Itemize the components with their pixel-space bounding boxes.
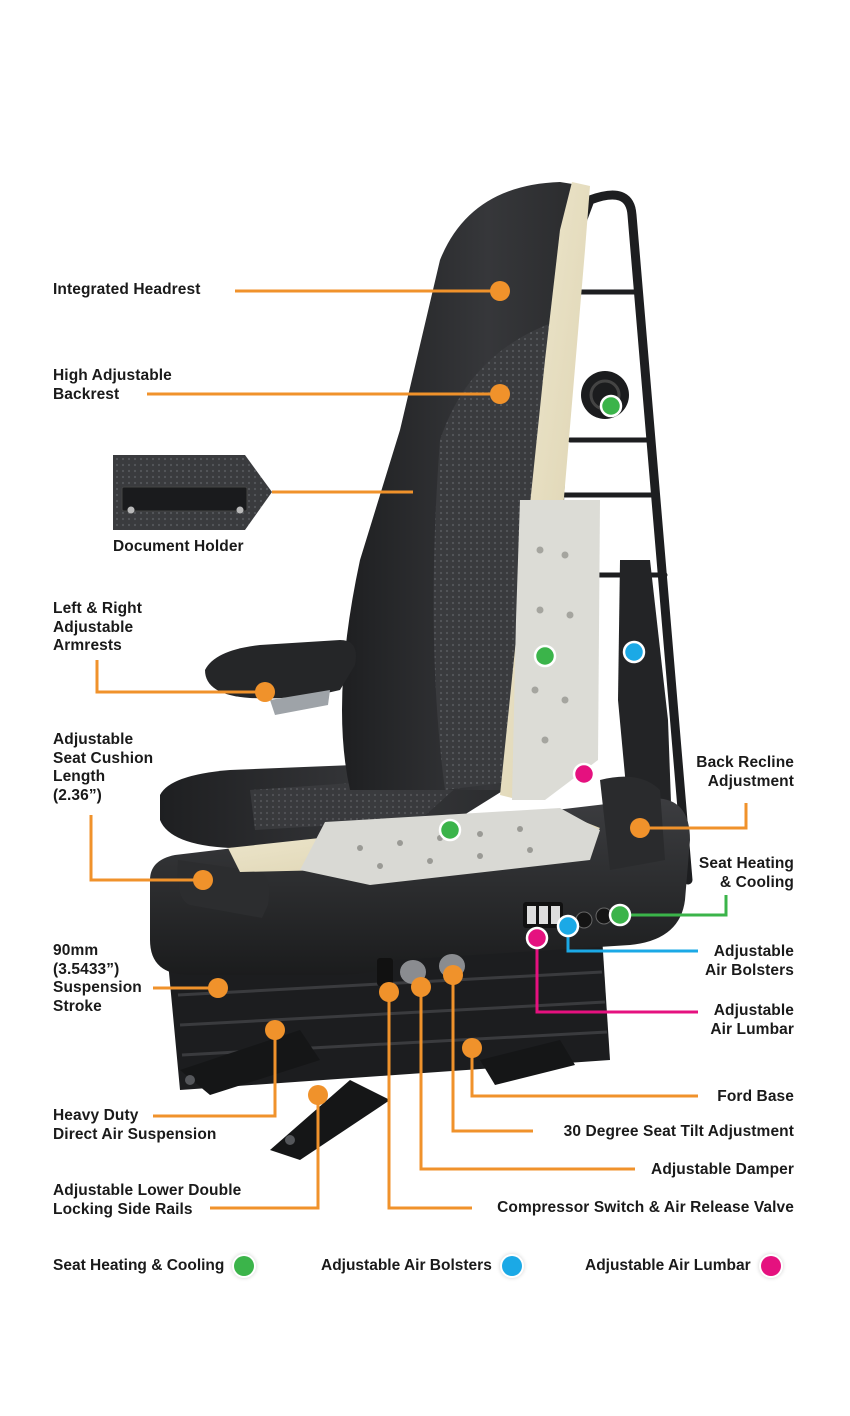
green-dot-icon: [599, 394, 623, 418]
recline-dot-icon: [630, 818, 650, 838]
blue-dot-icon: [622, 640, 646, 664]
document-holder-image: [113, 455, 272, 530]
label-seat-heating-cooling: Seat Heating & Cooling: [698, 855, 794, 891]
suspension-stroke-dot-icon: [208, 978, 228, 998]
blue-dot-icon: [501, 1256, 522, 1276]
lumbar-leader-line: [535, 938, 698, 1014]
label-compressor-switch: Compressor Switch & Air Release Valve: [497, 1199, 794, 1216]
base-rails: [180, 1030, 575, 1160]
feature-dots: [438, 394, 646, 950]
label-ford-base: Ford Base: [717, 1088, 794, 1105]
cushion-length-dot-icon: [193, 870, 213, 890]
label-lower-double-rails: Adjustable Lower Double Locking Side Rai…: [53, 1182, 242, 1218]
headrest-dot-icon: [490, 281, 510, 301]
label-armrests: Left & Right Adjustable Armrests: [53, 600, 143, 654]
label-heavy-duty-suspension: Heavy Duty Direct Air Suspension: [53, 1107, 217, 1143]
ford-base-dot-icon: [462, 1038, 482, 1058]
green-dot-icon: [533, 644, 557, 668]
callout-dots: [193, 281, 650, 1105]
compressor-dot-icon: [379, 982, 399, 1002]
heating-leader-line: [620, 895, 728, 917]
magenta-dot-icon: [572, 762, 596, 786]
legend-label: Seat Heating & Cooling: [53, 1257, 225, 1274]
label-integrated-headrest: Integrated Headrest: [53, 281, 201, 298]
legend-item-bolsters: Adjustable Air Bolsters: [321, 1256, 522, 1276]
side-rails-dot-icon: [308, 1085, 328, 1105]
seat-tilt-dot-icon: [443, 965, 463, 985]
blue-dot-icon: [556, 914, 580, 938]
label-seat-cushion-length: Adjustable Seat Cushion Length (2.36”): [53, 731, 154, 804]
label-air-bolsters: Adjustable Air Bolsters: [704, 943, 794, 979]
air-suspension-dot-icon: [265, 1020, 285, 1040]
green-dot-icon: [234, 1256, 255, 1276]
armrest: [205, 640, 356, 699]
recline-bracket: [618, 560, 672, 830]
magenta-dot-icon: [525, 926, 549, 950]
label-seat-tilt: 30 Degree Seat Tilt Adjustment: [563, 1123, 794, 1140]
armrest-dot-icon: [255, 682, 275, 702]
label-high-adjustable-backrest: High Adjustable Backrest: [53, 367, 172, 403]
label-damper: Adjustable Damper: [651, 1161, 794, 1178]
magenta-dot-icon: [760, 1256, 781, 1276]
leader-lines: [89, 289, 748, 1210]
label-suspension-stroke: 90mm (3.5433”) Suspension Stroke: [53, 942, 142, 1015]
legend-label: Adjustable Air Bolsters: [321, 1257, 492, 1274]
control-panel: [377, 902, 613, 986]
label-back-recline: Back Recline Adjustment: [696, 754, 794, 790]
label-air-lumbar: Adjustable Air Lumbar: [710, 1002, 794, 1038]
green-dot-icon: [608, 903, 632, 927]
legend-label: Adjustable Air Lumbar: [585, 1257, 751, 1274]
legend-item-lumbar: Adjustable Air Lumbar: [585, 1256, 781, 1276]
green-dot-icon: [438, 818, 462, 842]
damper-dot-icon: [411, 977, 431, 997]
legend-item-heating: Seat Heating & Cooling: [53, 1256, 255, 1276]
backrest-dot-icon: [490, 384, 510, 404]
label-document-holder: Document Holder: [113, 538, 244, 555]
